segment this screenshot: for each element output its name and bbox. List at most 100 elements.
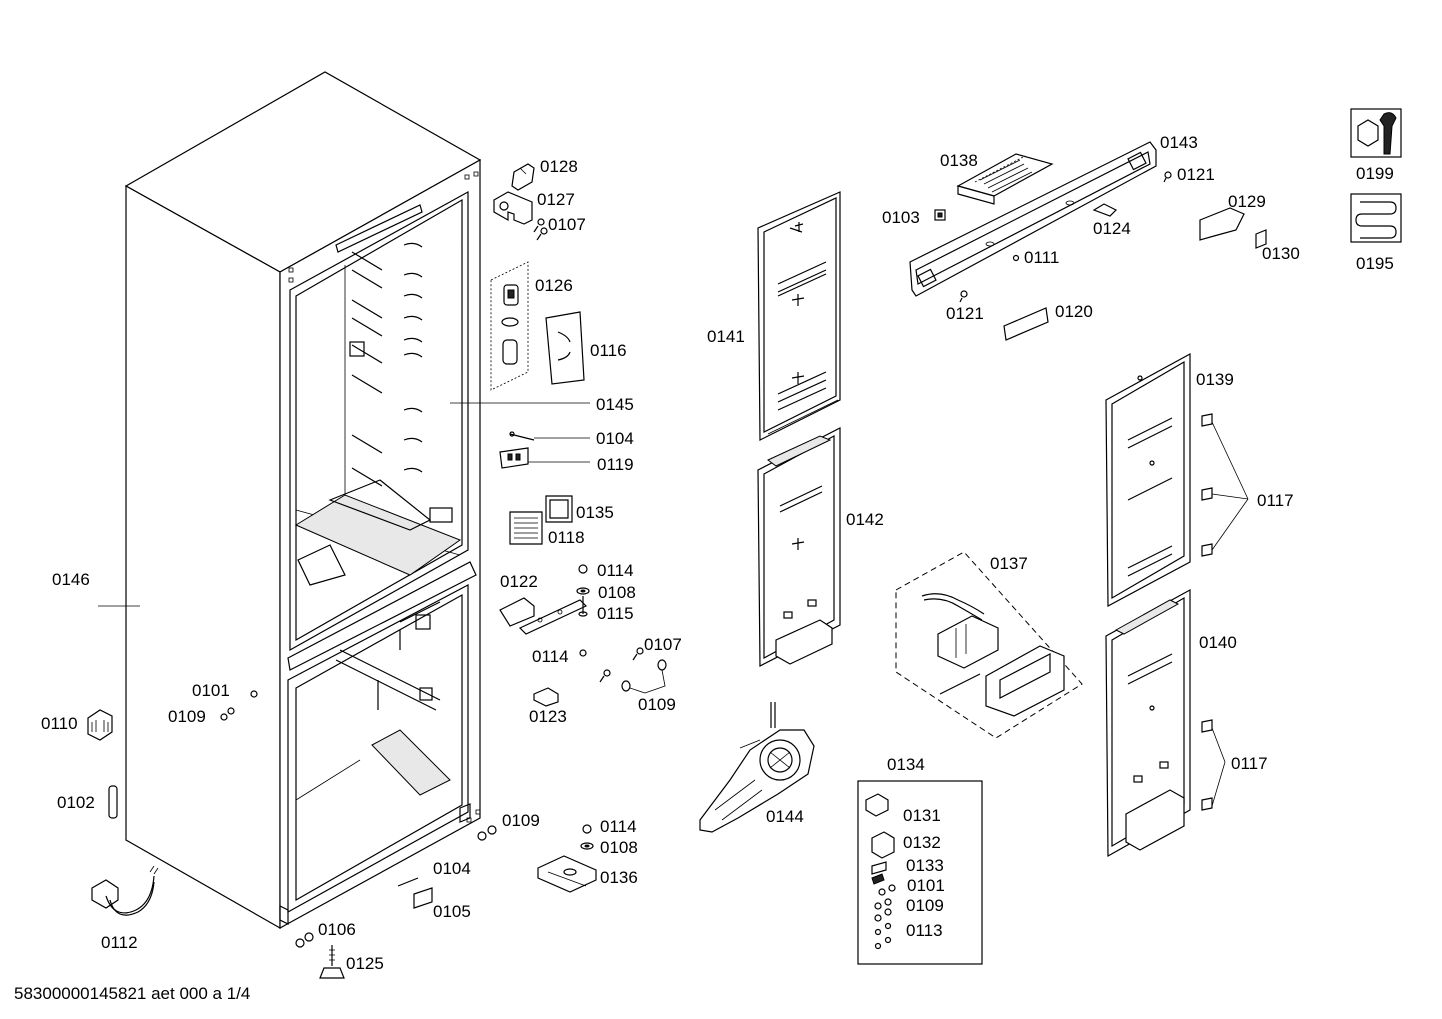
label-0107: 0107 [548,215,586,234]
label-0124: 0124 [1093,219,1131,238]
part-0112-power-cord [91,865,159,916]
label-0110: 0110 [41,714,78,733]
label-0135: 0135 [576,503,614,522]
label-0115: 0115 [597,604,634,623]
label-0140: 0140 [1199,633,1237,652]
part-0104-probe [509,431,590,441]
part-0118-grille [509,511,543,545]
label-0111: 0111 [1024,248,1059,267]
label-0109: 0109 [906,896,944,915]
label-0104: 0104 [596,429,634,448]
label-0132: 0132 [903,833,941,852]
label-0117: 0117 [1257,491,1294,510]
label-0112: 0112 [101,933,138,952]
part-0137-assembly [895,551,1083,739]
document-footer-id: 58300000145821 aet 000 a 1/4 [14,984,250,1003]
label-0127: 0127 [537,190,575,209]
label-0144: 0144 [766,807,804,826]
part-0144-fan-duct [699,702,815,833]
label-0102: 0102 [57,793,95,812]
label-0107: 0107 [644,635,682,654]
part-0117-hinge-pins [1201,413,1249,811]
label-0103: 0103 [882,208,920,227]
part-0104-0105-lower [397,877,433,909]
label-0101: 0101 [907,876,945,895]
part-0141-upper-door [757,191,841,441]
part-0116-seal [545,311,585,385]
part-0136-hinge [537,855,597,893]
part-0114-0108-lower [580,824,594,850]
label-0199: 0199 [1356,164,1394,183]
part-0120-cover [1003,307,1049,341]
label-0195: 0195 [1356,254,1394,273]
label-0143: 0143 [1160,133,1198,152]
label-0128: 0128 [540,157,578,176]
part-0102-tube [108,785,118,819]
label-0109: 0109 [502,811,540,830]
label-0106: 0106 [318,920,356,939]
part-0109-caps-lower [477,825,497,841]
label-0114: 0114 [600,817,637,836]
part-0107-screws-b [599,647,644,683]
label-0146: 0146 [52,570,90,589]
part-0130-plate [1255,229,1267,249]
part-0135-cover [545,495,573,523]
label-0118: 0118 [548,528,585,547]
part-0121-screws [959,171,1172,303]
part-0103-switch [934,209,946,221]
label-0131: 0131 [903,806,941,825]
label-0105: 0105 [433,902,471,921]
part-labels: 0128 0127 0107 0126 0116 0145 0104 0119 … [41,133,1394,973]
part-0143-control-panel [909,141,1157,297]
part-0124-clip [1092,203,1118,217]
label-0109: 0109 [168,707,206,726]
label-0108: 0108 [600,838,638,857]
label-0141: 0141 [707,327,745,346]
part-0109-caps [621,659,667,694]
part-0128-clip [511,163,535,191]
part-0107-screw [533,218,548,241]
label-0119: 0119 [597,455,634,474]
part-0119-holder [499,447,590,469]
part-0126-kit [490,261,529,391]
label-0120: 0120 [1055,302,1093,321]
label-0113: 0113 [906,921,943,940]
part-0138-display [956,153,1054,205]
part-0142-lower-door [757,427,841,667]
part-0134-kit-box [857,780,983,965]
label-0122: 0122 [500,572,538,591]
label-0116: 0116 [590,341,627,360]
label-0114: 0114 [597,561,634,580]
part-0125-leveling-foot [319,945,345,979]
part-0110-connector [87,709,113,741]
part-0101-0109-screws [220,690,258,721]
label-0137: 0137 [990,554,1028,573]
part-0127-bracket [493,191,533,225]
wrench-nut-icon [1350,108,1402,158]
label-0126: 0126 [535,276,573,295]
label-0142: 0142 [846,510,884,529]
label-0114: 0114 [532,647,569,666]
label-0121: 0121 [946,304,984,323]
part-0140-door-panel [1105,588,1191,858]
label-0129: 0129 [1228,192,1266,211]
label-0133: 0133 [906,856,944,875]
label-0101: 0101 [192,681,230,700]
part-0114-0108-0115 [576,564,590,657]
part-0123-clip [533,687,559,707]
label-0109: 0109 [638,695,676,714]
label-0104: 0104 [433,859,471,878]
label-0123: 0123 [529,707,567,726]
part-0122-bracket [499,597,588,635]
label-0136: 0136 [600,868,638,887]
label-0108: 0108 [598,583,636,602]
cabinet-body [124,71,482,930]
label-0145: 0145 [596,395,634,414]
part-0106-feet [295,932,314,948]
label-0125: 0125 [346,954,384,973]
label-0117: 0117 [1231,754,1268,773]
part-0129-bracket [1199,207,1245,241]
part-0111-screw [1012,254,1020,262]
label-0121: 0121 [1177,165,1215,184]
